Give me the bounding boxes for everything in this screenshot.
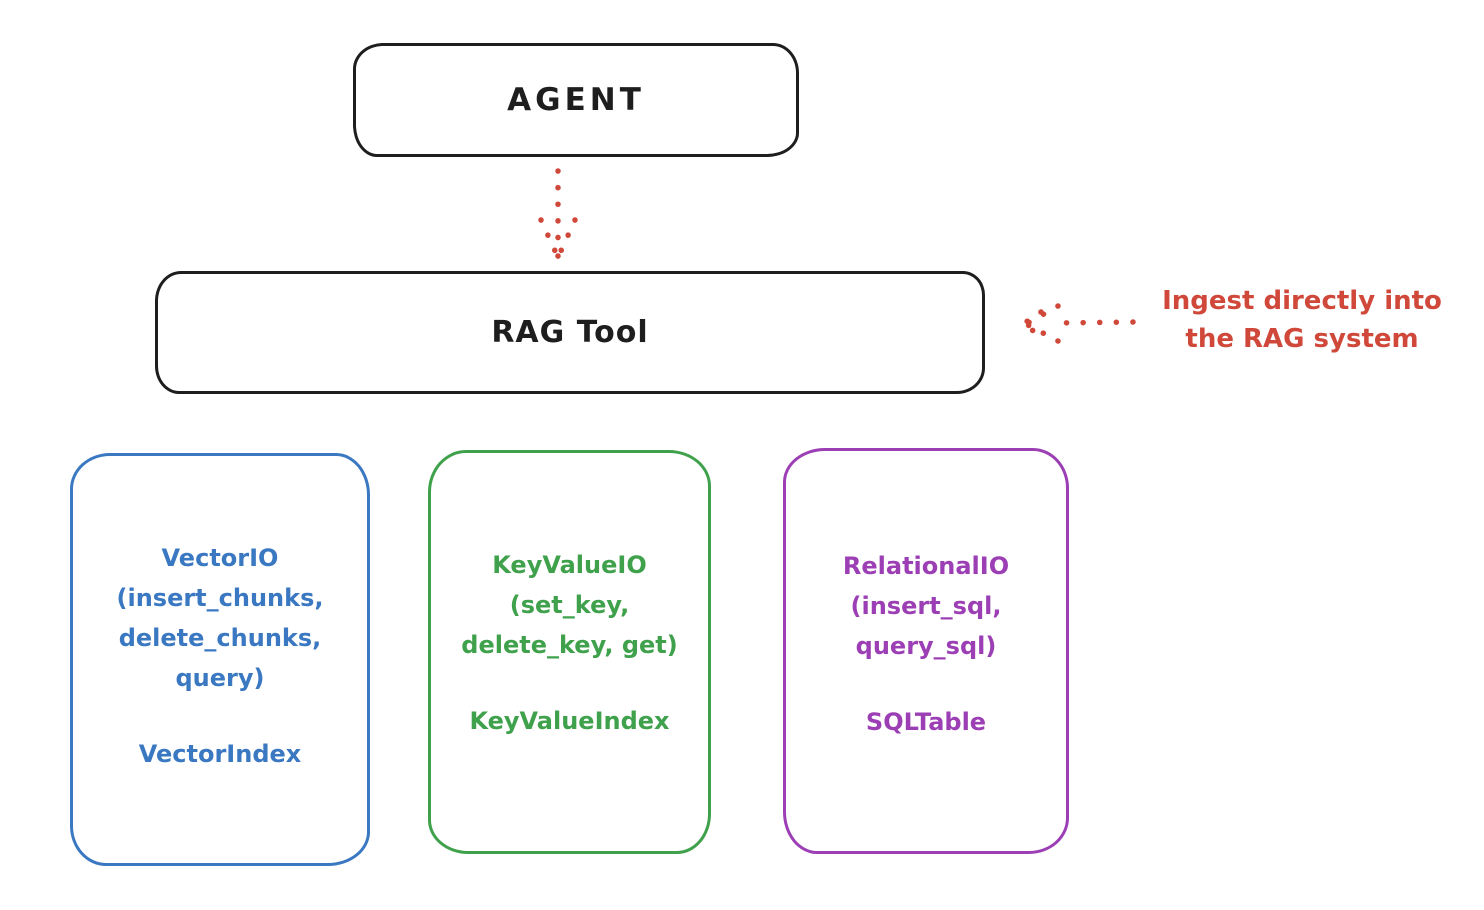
vector-io-box: VectorIO (insert_chunks, delete_chunks, …	[70, 453, 370, 866]
key-value-io-box: KeyValueIO (set_key, delete_key, get) Ke…	[428, 450, 711, 854]
agent-label: AGENT	[507, 82, 645, 118]
agent-box: AGENT	[353, 43, 799, 157]
rag-tool-label: RAG Tool	[491, 315, 649, 350]
key-value-io-title: KeyValueIO (set_key, delete_key, get)	[461, 551, 678, 659]
rag-tool-box: RAG Tool	[155, 271, 985, 394]
key-value-io-index-label: KeyValueIndex	[469, 707, 670, 735]
relational-io-title: RelationalIO (insert_sql, query_sql)	[842, 552, 1010, 660]
relational-io-box: RelationalIO (insert_sql, query_sql) SQL…	[783, 448, 1069, 854]
vector-io-index-label: VectorIndex	[138, 740, 302, 768]
agent-to-rag-arrow-icon	[538, 168, 578, 259]
ingest-annotation-arrow-icon	[1018, 303, 1136, 344]
ingest-annotation: Ingest directly into the RAG system	[1162, 286, 1442, 354]
vector-io-title: VectorIO (insert_chunks, delete_chunks, …	[116, 544, 324, 692]
relational-io-index-label: SQLTable	[865, 708, 987, 736]
